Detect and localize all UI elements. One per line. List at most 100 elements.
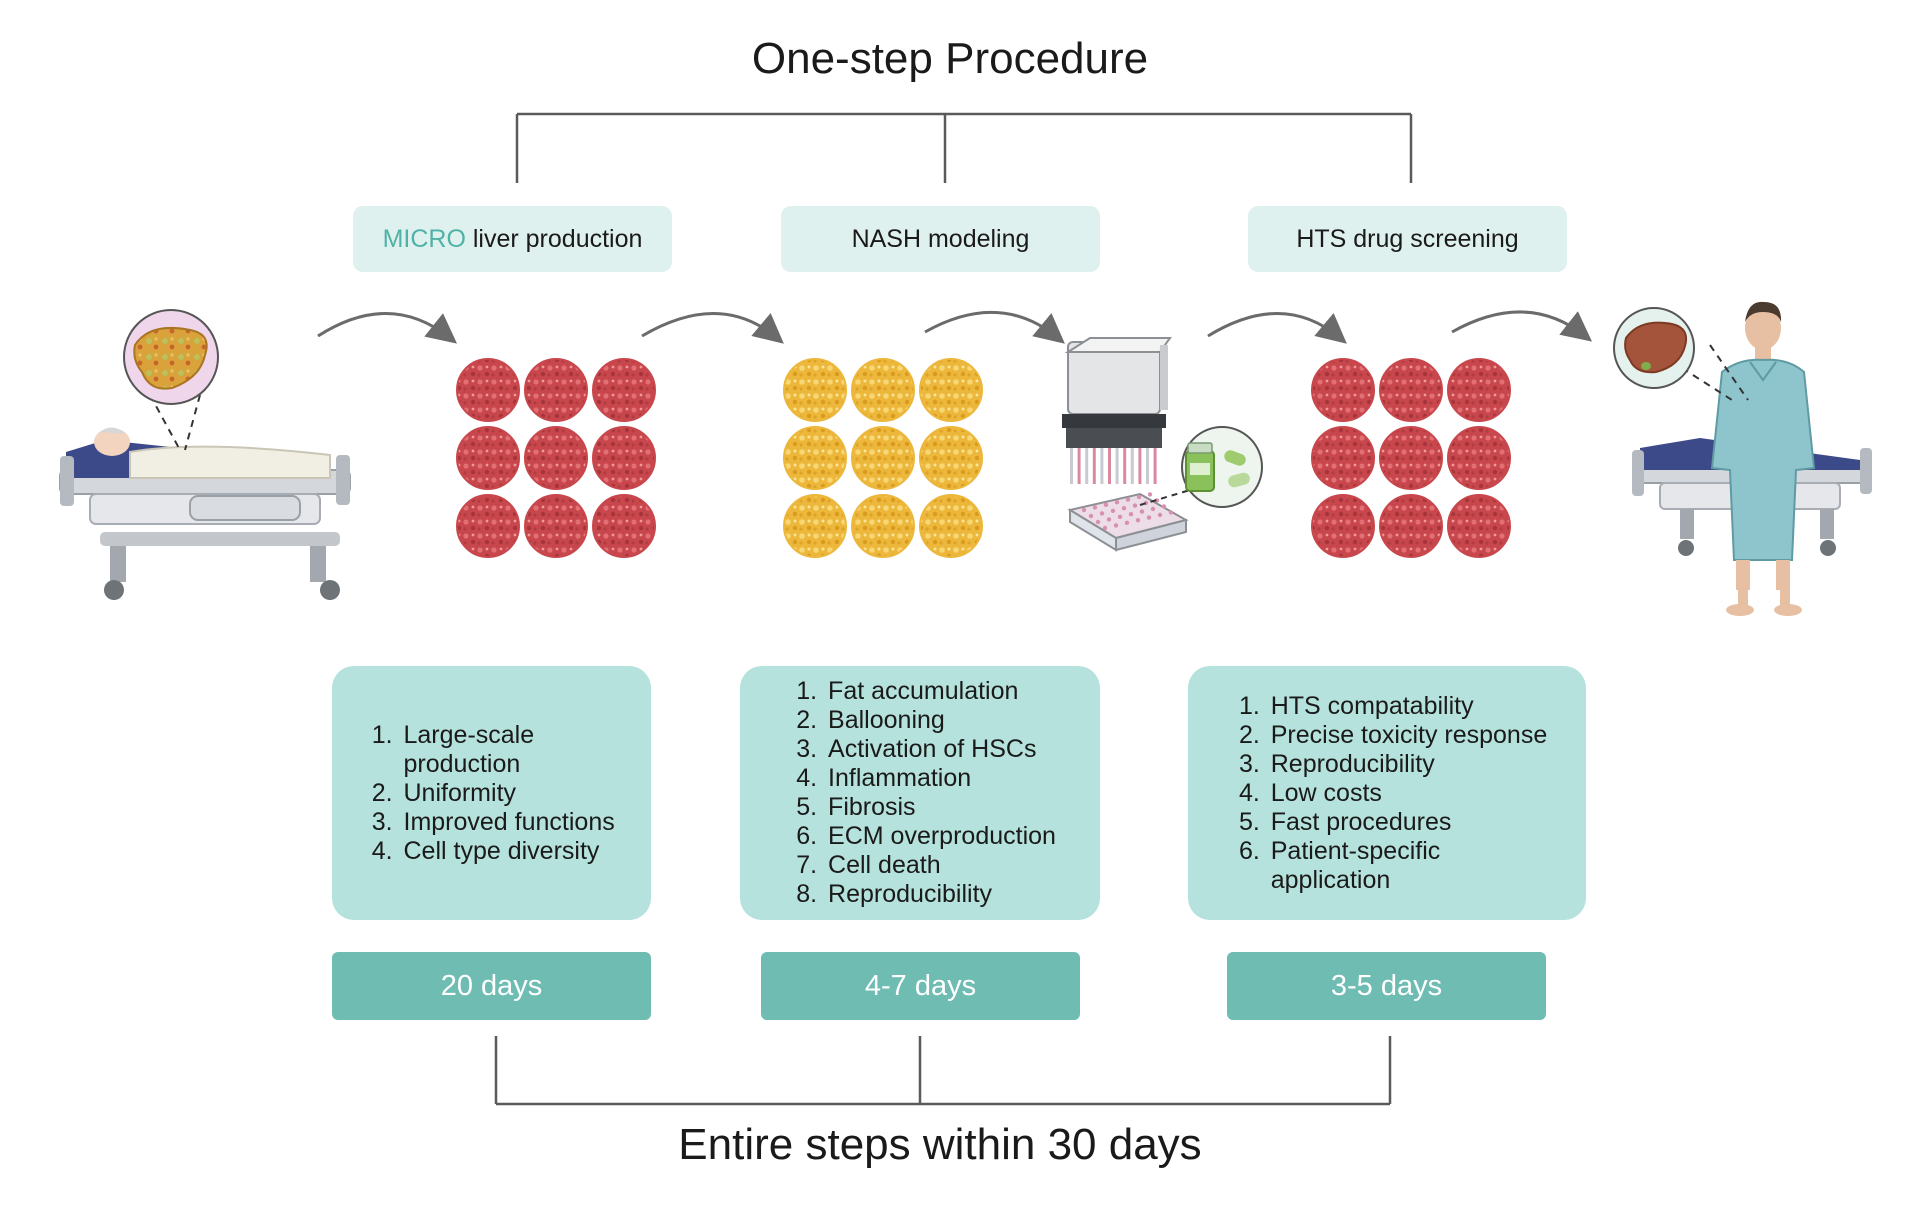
feature-item: Fibrosis xyxy=(824,793,1056,822)
microtissue xyxy=(919,494,983,558)
flow-arrow-5 xyxy=(1451,310,1593,342)
feature-list: Fat accumulation Ballooning Activation o… xyxy=(784,677,1056,909)
plate-well xyxy=(1135,518,1141,523)
top-bracket xyxy=(515,112,1413,183)
feature-item: HTS compatability xyxy=(1267,692,1548,721)
feature-list: HTS compatability Precise toxicity respo… xyxy=(1227,692,1548,895)
microtissue xyxy=(783,358,847,422)
feature-item: Ballooning xyxy=(824,706,1056,735)
plate-well xyxy=(1099,511,1105,516)
microtissue xyxy=(456,426,520,490)
stage-label-hts-screening: HTS drug screening xyxy=(1248,206,1567,272)
plate-well xyxy=(1136,494,1142,500)
microtissue xyxy=(919,426,983,490)
plate-well xyxy=(1106,517,1112,522)
feature-item: Inflammation xyxy=(824,764,1056,793)
fatty-liver-icon xyxy=(123,309,219,451)
microtissue xyxy=(592,494,656,558)
flow-arrow-2 xyxy=(641,312,784,344)
stage-label-text: liver production xyxy=(472,224,643,253)
pipette-tip xyxy=(1153,448,1157,484)
plate-well xyxy=(1088,513,1094,519)
feature-item: Uniformity xyxy=(400,779,624,808)
plate-well xyxy=(1110,508,1116,513)
feature-item: Fast procedures xyxy=(1267,808,1548,837)
pipette-tip xyxy=(1092,448,1096,484)
bottom-bracket xyxy=(494,1036,1392,1106)
stage-label-text: HTS drug screening xyxy=(1296,224,1519,253)
stage-label-accent: MICRO xyxy=(382,224,466,253)
drug-bottle-icon xyxy=(1181,426,1263,508)
diagram-footer: Entire steps within 30 days xyxy=(678,1120,1202,1169)
plate-well xyxy=(1161,504,1167,509)
pipette-tip xyxy=(1100,448,1104,484)
plate-well xyxy=(1103,502,1109,507)
pipette-tip xyxy=(1123,448,1127,484)
plate-well xyxy=(1157,512,1163,518)
healthy-liver-icon xyxy=(1613,307,1749,401)
microtissue xyxy=(1379,358,1443,422)
plate-well xyxy=(1147,492,1153,497)
microtissue-cluster-icon xyxy=(1311,358,1511,558)
microtissue xyxy=(592,358,656,422)
features-box-nash-modeling: Fat accumulation Ballooning Activation o… xyxy=(740,666,1100,920)
duration-badge-nash-modeling: 4-7 days xyxy=(761,952,1080,1020)
feature-item: Reproducibility xyxy=(824,880,1056,909)
feature-item: Activation of HSCs xyxy=(824,735,1056,764)
plate-well xyxy=(1114,500,1120,505)
diagram-title: One-step Procedure xyxy=(751,34,1149,83)
stage-label-micro-liver: MICRO liver production xyxy=(353,206,672,272)
plate-well xyxy=(1150,506,1156,512)
microtissue xyxy=(851,494,915,558)
plate-well xyxy=(1146,515,1152,520)
plate-well xyxy=(1092,505,1098,510)
microtissue xyxy=(1447,358,1511,422)
feature-item: ECM overproduction xyxy=(824,822,1056,851)
microtissue xyxy=(1379,494,1443,558)
microtissue xyxy=(456,358,520,422)
feature-list: Large-scale production Uniformity Improv… xyxy=(360,721,624,866)
features-box-hts-screening: HTS compatability Precise toxicity respo… xyxy=(1188,666,1586,920)
feature-item: Precise toxicity response xyxy=(1267,721,1548,750)
patient-in-bed-icon xyxy=(59,427,351,600)
feature-item: Fat accumulation xyxy=(824,677,1056,706)
duration-badge-hts-screening: 3-5 days xyxy=(1227,952,1546,1020)
plate-well xyxy=(1139,509,1145,514)
feature-item: Cell type diversity xyxy=(400,837,624,866)
pipette-tip xyxy=(1146,448,1149,484)
microtissue xyxy=(851,426,915,490)
feature-item: Large-scale production xyxy=(400,721,624,779)
flow-arrow-4 xyxy=(1207,312,1347,344)
microtissue xyxy=(783,426,847,490)
plate-well xyxy=(1095,519,1101,525)
pipette-tip xyxy=(1130,448,1134,484)
plate-well xyxy=(1113,523,1119,528)
pipette-tip xyxy=(1085,448,1089,484)
microtissue xyxy=(456,494,520,558)
plate-well xyxy=(1125,497,1131,502)
feature-item: Low costs xyxy=(1267,779,1548,808)
microtissue xyxy=(1447,426,1511,490)
plate-well xyxy=(1081,507,1087,513)
pipette-tip xyxy=(1070,448,1073,484)
pipette-tip xyxy=(1077,448,1081,484)
plate-well xyxy=(1128,512,1134,517)
microtissue xyxy=(1379,426,1443,490)
feature-item: Reproducibility xyxy=(1267,750,1548,779)
microtissue-cluster-icon xyxy=(783,358,983,558)
microtissue xyxy=(851,358,915,422)
microtissue xyxy=(783,494,847,558)
microtissue xyxy=(1311,358,1375,422)
feature-item: Patient-specific application xyxy=(1267,837,1441,895)
plate-well xyxy=(1117,514,1123,519)
pipette-tip xyxy=(1138,448,1142,484)
plate-well xyxy=(1121,506,1127,511)
microtissue xyxy=(1447,494,1511,558)
plate-well xyxy=(1168,510,1174,515)
microtissue xyxy=(919,358,983,422)
flow-arrow-3 xyxy=(924,310,1065,344)
recovered-patient-icon xyxy=(1632,301,1872,616)
microtissue xyxy=(1311,494,1375,558)
microtissue xyxy=(524,358,588,422)
